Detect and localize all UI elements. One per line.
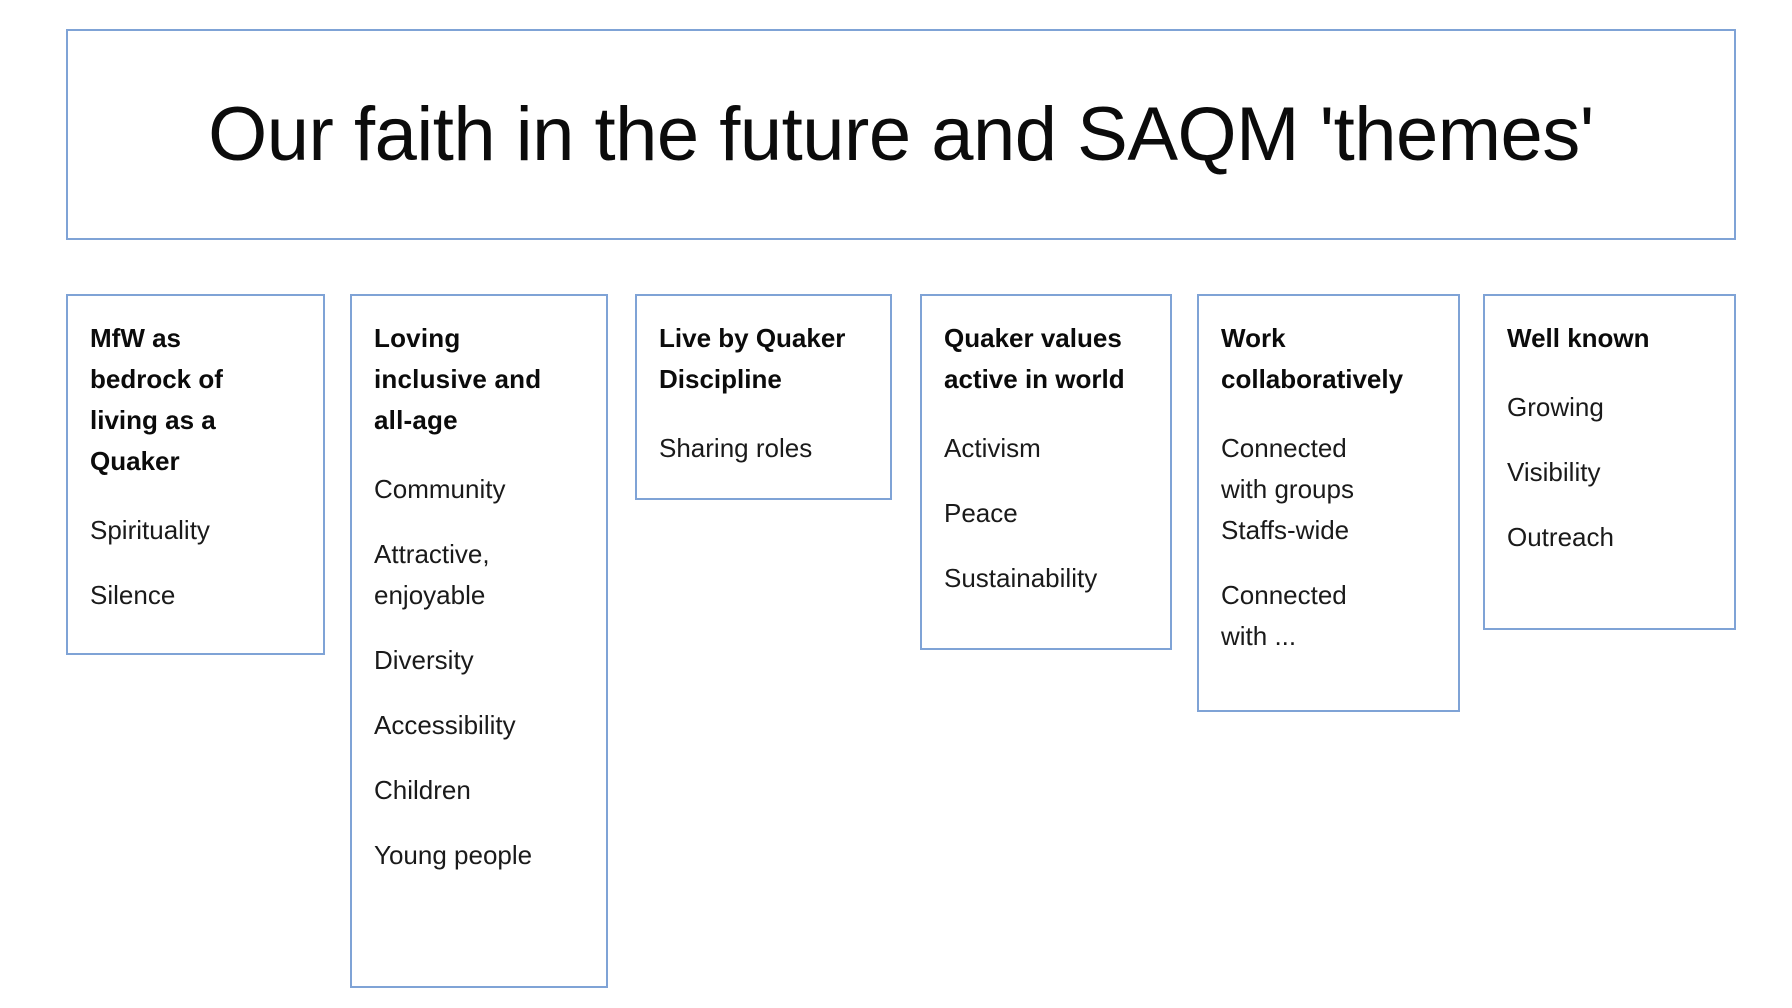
theme-item: Children [374,775,471,805]
item-gap [1507,493,1734,517]
theme-heading: MfW as bedrock of living as a Quaker [90,323,223,476]
item-gap [1507,428,1734,452]
theme-item: Activism [944,433,1041,463]
theme-box-well-known: Well known Growing Visibility Outreach [1483,294,1736,630]
heading-gap [1221,400,1458,428]
theme-item: Peace [944,498,1018,528]
heading-gap [1507,359,1734,387]
heading-gap [659,400,890,428]
theme-content: Loving inclusive and all-age Community A… [374,318,606,876]
item-gap [944,469,1170,493]
item-gap [1221,551,1458,575]
theme-box-quaker-values-active-in-world: Quaker values active in world Activism P… [920,294,1172,650]
theme-box-live-by-quaker-discipline: Live by Quaker Discipline Sharing roles [635,294,892,500]
item-gap [944,534,1170,558]
theme-item: Growing [1507,392,1604,422]
theme-heading: Work collaboratively [1221,323,1404,394]
page-title: Our faith in the future and SAQM 'themes… [208,91,1594,177]
theme-item: Connected with ... [1221,580,1347,651]
theme-content: MfW as bedrock of living as a Quaker Spi… [90,318,323,616]
theme-box-mfw-bedrock: MfW as bedrock of living as a Quaker Spi… [66,294,325,655]
theme-item: Sustainability [944,563,1098,593]
theme-item: Connected with groups Staffs-wide [1221,433,1354,545]
item-gap [90,551,323,575]
item-gap [374,811,606,835]
theme-heading: Quaker values active in world [944,323,1125,394]
theme-item: Accessibility [374,710,516,740]
theme-content: Quaker values active in world Activism P… [944,318,1170,599]
slide-title-box: Our faith in the future and SAQM 'themes… [66,29,1736,240]
theme-heading: Loving inclusive and all-age [374,323,542,435]
theme-content: Work collaboratively Connected with grou… [1221,318,1458,657]
theme-item: Outreach [1507,522,1614,552]
theme-content: Well known Growing Visibility Outreach [1507,318,1734,558]
heading-gap [944,400,1170,428]
theme-item: Visibility [1507,457,1601,487]
item-gap [374,510,606,534]
theme-box-loving-inclusive-all-age: Loving inclusive and all-age Community A… [350,294,608,988]
heading-gap [374,441,606,469]
heading-gap [90,482,323,510]
theme-item: Spirituality [90,515,210,545]
theme-item: Sharing roles [659,433,813,463]
item-gap [374,746,606,770]
theme-item: Young people [374,840,533,870]
theme-heading: Well known [1507,323,1650,353]
item-gap [374,616,606,640]
theme-item: Community [374,474,506,504]
theme-heading: Live by Quaker Discipline [659,323,846,394]
theme-item: Silence [90,580,176,610]
theme-item: Attractive, enjoyable [374,539,490,610]
item-gap [374,681,606,705]
theme-content: Live by Quaker Discipline Sharing roles [659,318,890,469]
theme-item: Diversity [374,645,474,675]
theme-box-work-collaboratively: Work collaboratively Connected with grou… [1197,294,1460,712]
